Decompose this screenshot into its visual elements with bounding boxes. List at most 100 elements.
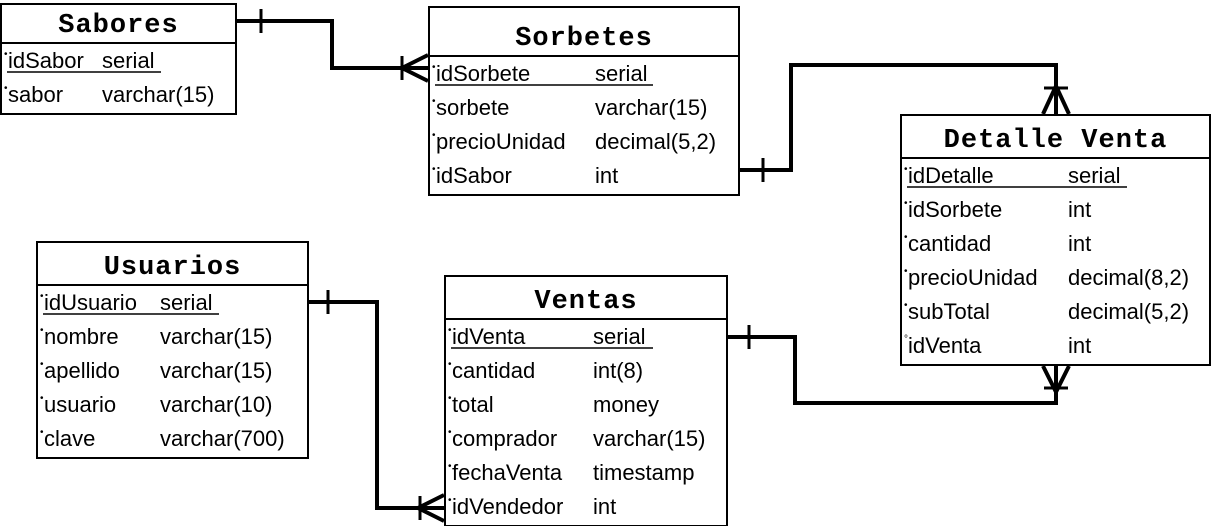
attribute-marker: •	[432, 62, 436, 73]
attribute-type: int	[1068, 197, 1091, 222]
attribute-marker: •	[904, 164, 908, 175]
entity-title: Ventas	[534, 287, 637, 317]
attribute-name: idSorbete	[908, 197, 1002, 222]
attribute-marker: •	[448, 427, 452, 438]
attribute-marker: •	[4, 49, 8, 60]
attribute-row: •idSabor int	[432, 163, 618, 188]
attribute-name: sorbete	[436, 95, 509, 120]
attribute-marker: •	[432, 164, 436, 175]
attribute-name: cantidad	[908, 231, 991, 256]
attribute-name: clave	[44, 426, 95, 451]
attribute-type: int	[593, 494, 616, 519]
attribute-row: •nombre varchar(15)	[40, 324, 272, 349]
attribute-name: total	[452, 392, 494, 417]
attribute-row: •idVenta serial	[448, 324, 653, 349]
attribute-marker: •	[432, 96, 436, 107]
entity-box	[0, 3, 237, 115]
attribute-marker: •	[904, 232, 908, 243]
relationship-usuarios-ventas	[309, 290, 445, 523]
attribute-name: idVendedor	[452, 494, 563, 519]
attribute-name: idSabor	[8, 48, 84, 73]
attribute-type: int	[1068, 333, 1091, 358]
attribute-row: •clave varchar(700)	[40, 426, 285, 451]
attribute-marker: •	[904, 198, 908, 209]
attribute-row: •cantidad int	[904, 231, 1091, 256]
entity-title: Sorbetes	[515, 24, 653, 54]
attribute-type: timestamp	[593, 460, 694, 485]
attribute-type: varchar(15)	[595, 95, 707, 120]
attribute-marker: •	[448, 393, 452, 404]
attribute-name: precioUnidad	[908, 265, 1038, 290]
attribute-name: precioUnidad	[436, 129, 566, 154]
relationship-ventas-detalle	[728, 325, 1071, 405]
attribute-type: varchar(15)	[160, 324, 272, 349]
attribute-type: decimal(5,2)	[595, 129, 716, 154]
attribute-type: int	[595, 163, 618, 188]
attribute-name: sabor	[8, 82, 63, 107]
crows-foot-marker	[1041, 81, 1071, 115]
attribute-marker: •	[448, 461, 452, 472]
attribute-type: int(8)	[593, 358, 643, 383]
attribute-row: •precioUnidad decimal(8,2)	[904, 265, 1189, 290]
entity-title: Usuarios	[104, 253, 242, 283]
attribute-name: idSabor	[436, 163, 512, 188]
crows-foot-marker	[1041, 365, 1071, 397]
attribute-marker: •	[448, 325, 452, 336]
attribute-type: serial	[593, 324, 646, 349]
relationship-sorbetes-detalle	[740, 63, 1071, 182]
attribute-name: idUsuario	[44, 290, 137, 315]
attribute-type: varchar(700)	[160, 426, 285, 451]
relationship-sabores-sorbetes	[237, 9, 429, 83]
attribute-type: serial	[595, 61, 648, 86]
attribute-type: int	[1068, 231, 1091, 256]
attribute-marker: •	[40, 427, 44, 438]
attribute-type: money	[593, 392, 659, 417]
entity-box	[428, 6, 740, 196]
entity-box	[900, 114, 1211, 366]
attribute-type: decimal(5,2)	[1068, 299, 1189, 324]
attribute-name: fechaVenta	[452, 460, 563, 485]
attribute-name: nombre	[44, 324, 119, 349]
attribute-marker: •	[432, 130, 436, 141]
attribute-type: varchar(15)	[102, 82, 214, 107]
crows-foot-marker	[397, 53, 429, 83]
attribute-name: idVenta	[452, 324, 526, 349]
attribute-name: apellido	[44, 358, 120, 383]
attribute-row: •sorbete varchar(15)	[432, 95, 707, 120]
attribute-row: •idSorbete int	[904, 197, 1091, 222]
attribute-name: comprador	[452, 426, 557, 451]
attribute-type: varchar(15)	[593, 426, 705, 451]
crows-foot-marker	[413, 493, 445, 523]
attribute-marker: •	[40, 325, 44, 336]
attribute-row: •fechaVenta timestamp	[448, 460, 694, 485]
entity-box	[444, 275, 728, 526]
entity-title: Sabores	[58, 11, 178, 41]
entity-box	[36, 241, 309, 459]
attribute-marker: •	[4, 83, 8, 94]
attribute-marker: •	[40, 393, 44, 404]
attribute-type: serial	[160, 290, 213, 315]
attribute-marker: •	[904, 266, 908, 277]
attribute-marker: •	[904, 300, 908, 311]
attribute-type: varchar(15)	[160, 358, 272, 383]
attribute-name: idVenta	[908, 333, 982, 358]
attribute-marker: •	[40, 291, 44, 302]
attribute-type: serial	[1068, 163, 1121, 188]
attribute-row: •precioUnidad decimal(5,2)	[432, 129, 716, 154]
attribute-type: decimal(8,2)	[1068, 265, 1189, 290]
attribute-name: cantidad	[452, 358, 535, 383]
